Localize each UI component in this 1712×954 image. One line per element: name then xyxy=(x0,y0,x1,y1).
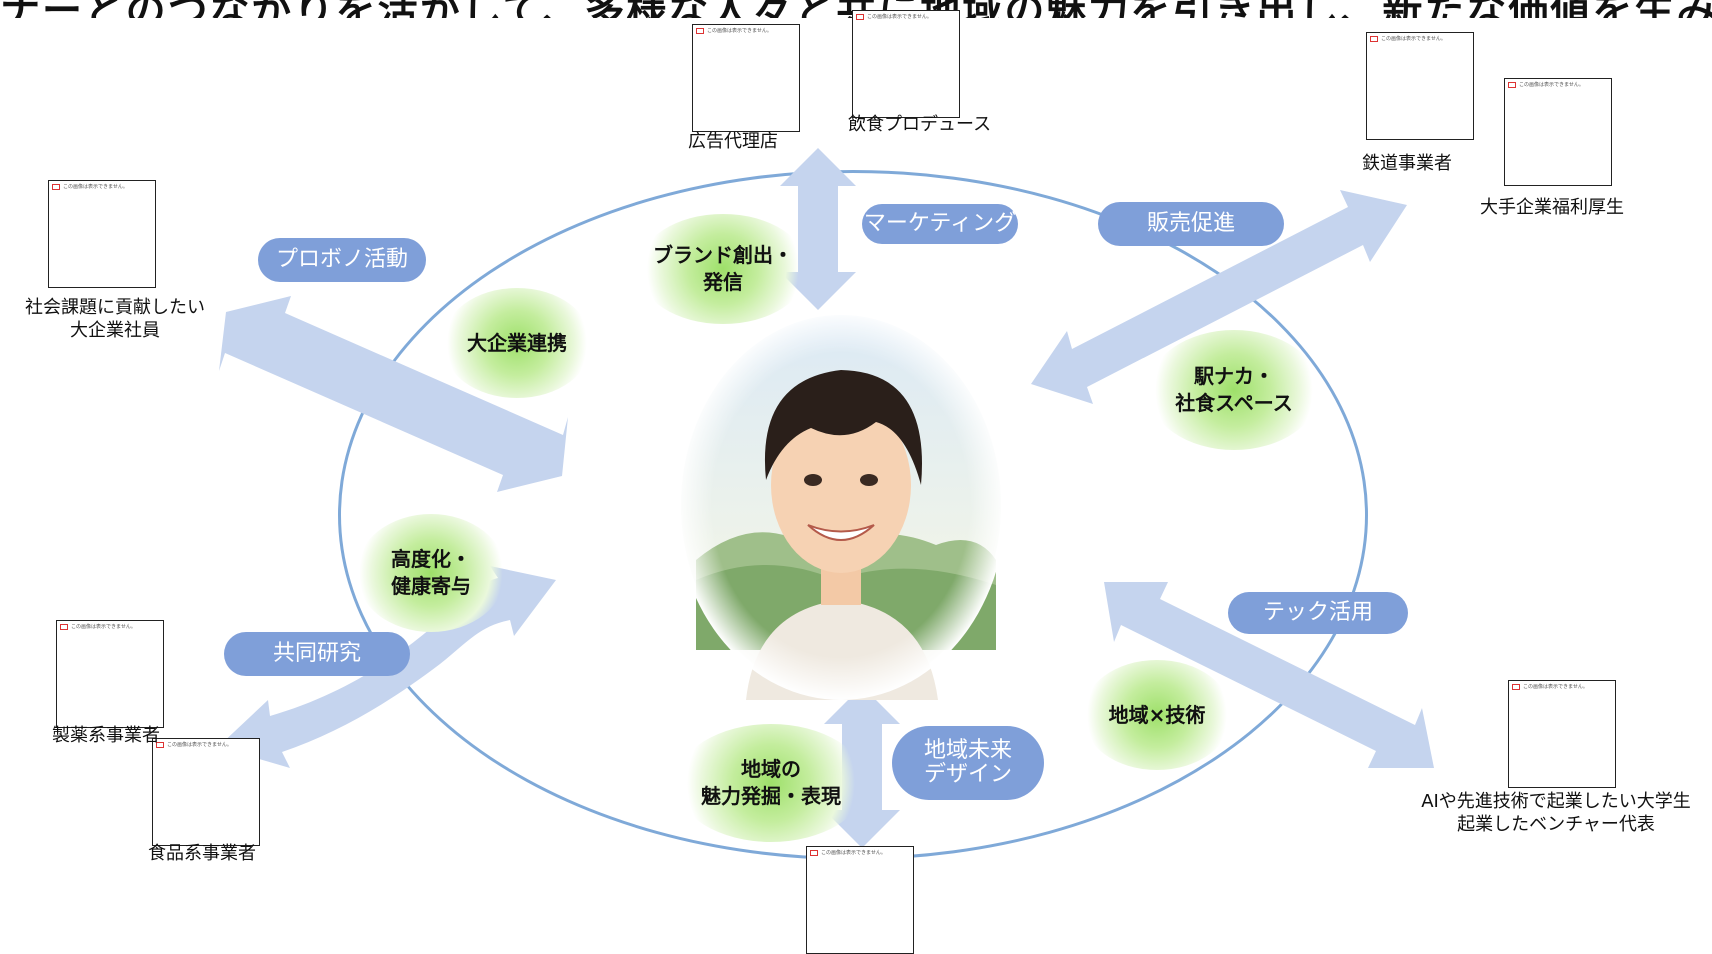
theme-regional-technology: 地域×技術 xyxy=(1082,660,1232,770)
actor-image-railway: この画像は表示できません。 xyxy=(1366,32,1474,140)
pill-sales-promotion: 販売促進 xyxy=(1098,202,1284,246)
actor-image-bottom: この画像は表示できません。 xyxy=(806,846,914,954)
actor-image-welfare: この画像は表示できません。 xyxy=(1504,78,1612,186)
pill-regional-future-line2: デザイン xyxy=(923,762,1012,787)
theme-regional-charm-line1: 地域の xyxy=(741,757,801,781)
theme-station-cafeteria: 駅ナカ・ 社食スペース xyxy=(1148,330,1320,450)
theme-station-line2: 社食スペース xyxy=(1175,391,1293,415)
theme-regional-tech-label: 地域×技術 xyxy=(1108,702,1206,727)
pill-tech-use: テック活用 xyxy=(1228,592,1408,634)
actor-label-railway: 鉄道事業者 xyxy=(1362,153,1452,174)
actor-label-welfare: 大手企業福利厚生 xyxy=(1480,197,1624,218)
theme-corporate-partnership: 大企業連携 xyxy=(442,288,592,398)
pill-regional-future-design: 地域未来 デザイン xyxy=(892,726,1044,800)
theme-advanced-line1: 高度化・ xyxy=(391,547,471,571)
actor-label-food-biz: 食品系事業者 xyxy=(148,843,256,864)
pill-marketing: マーケティング xyxy=(862,204,1018,244)
center-person-portrait xyxy=(676,310,1006,700)
pill-pro-bono: プロボノ活動 xyxy=(258,238,426,282)
theme-brand-line2: 発信 xyxy=(703,270,743,294)
arrow-upper-right xyxy=(1031,190,1407,404)
actor-label-pharma: 製薬系事業者 xyxy=(52,725,160,746)
actor-image-social: この画像は表示できません。 xyxy=(48,180,156,288)
actor-image-food-produce: この画像は表示できません。 xyxy=(852,10,960,118)
theme-brand-line1: ブランド創出・ xyxy=(653,243,793,267)
actor-label-social-line2: 大企業社員 xyxy=(70,320,160,342)
theme-regional-charm-line2: 魅力発掘・表現 xyxy=(701,784,841,808)
actor-label-ad-agency: 広告代理店 xyxy=(688,131,778,152)
actor-label-food-produce: 飲食プロデュース xyxy=(848,114,992,135)
theme-regional-charm: 地域の 魅力発掘・表現 xyxy=(676,724,866,842)
actor-label-social-line1: 社会課題に貢献したい xyxy=(25,297,205,318)
actor-image-ai-startup: この画像は表示できません。 xyxy=(1508,680,1616,788)
theme-corp-label: 大企業連携 xyxy=(467,330,567,355)
actor-label-ai-line1: AIや先進技術で起業したい大学生 xyxy=(1421,791,1691,812)
actor-image-pharma: この画像は表示できません。 xyxy=(56,620,164,728)
actor-label-social: 社会課題に貢献したい 大企業社員 xyxy=(10,296,220,343)
actor-image-food-biz: この画像は表示できません。 xyxy=(152,738,260,846)
pill-regional-future-line1: 地域未来 xyxy=(923,737,1012,763)
arrow-upper-left xyxy=(219,296,568,492)
page-title: ナーとのつながりを活かして、多様な人々と共に地域の魅力を引き出し、新たな価値を生… xyxy=(0,0,1712,18)
arrow-lower-right xyxy=(1104,582,1434,768)
theme-advanced-line2: 健康寄与 xyxy=(391,574,471,598)
theme-brand-creation: ブランド創出・ 発信 xyxy=(638,214,808,324)
actor-label-ai-startup: AIや先進技術で起業したい大学生 起業したベンチャー代表 xyxy=(1404,790,1708,837)
theme-advanced-health: 高度化・ 健康寄与 xyxy=(356,514,506,632)
actor-image-ad-agency: この画像は表示できません。 xyxy=(692,24,800,132)
theme-station-line1: 駅ナカ・ xyxy=(1194,364,1274,388)
pill-joint-research: 共同研究 xyxy=(224,632,410,676)
actor-label-ai-line2: 起業したベンチャー代表 xyxy=(1457,814,1655,836)
